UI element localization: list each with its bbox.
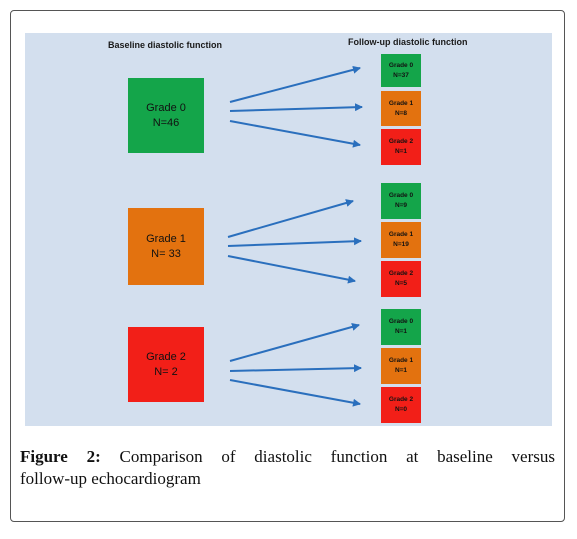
followup-g1-grade1-box: Grade 1 N=19: [381, 222, 421, 258]
box-count-label: N=1: [394, 328, 408, 335]
figure-label: Figure 2:: [20, 447, 101, 466]
diagram-panel: [25, 33, 552, 426]
figure-frame: [10, 10, 565, 522]
arrow-g0-to-grade1: [229, 103, 363, 112]
box-count-label: N=8: [394, 109, 408, 117]
box-count-label: N=19: [393, 241, 409, 248]
box-count-label: N=5: [394, 280, 408, 287]
box-grade-label: Grade 1: [146, 232, 186, 245]
arrow-g1-to-grade0: [227, 199, 354, 238]
baseline-grade2-box: Grade 2 N= 2: [128, 327, 204, 402]
box-count-label: N=1: [394, 148, 408, 155]
box-grade-label: Grade 2: [388, 138, 414, 145]
box-grade-label: Grade 0: [146, 101, 186, 114]
baseline-grade1-box: Grade 1 N= 33: [128, 208, 204, 285]
arrow-g1-to-grade1: [227, 237, 362, 247]
arrow-g1-to-grade2: [227, 255, 356, 284]
followup-g0-grade2-box: Grade 2 N=1: [381, 129, 421, 165]
followup-g0-grade1-box: Grade 1 N=8: [381, 91, 421, 126]
box-grade-label: Grade 2: [388, 396, 414, 403]
arrow-g2-to-grade0: [229, 323, 360, 362]
arrow-g2-to-grade1: [229, 364, 362, 373]
followup-g0-grade0-box: Grade 0 N=37: [381, 54, 421, 87]
box-grade-label: Grade 0: [388, 61, 414, 69]
box-count-label: N=37: [393, 71, 409, 79]
box-grade-label: Grade 2: [388, 270, 414, 277]
box-grade-label: Grade 2: [146, 350, 186, 363]
box-count-label: N=9: [394, 202, 408, 209]
box-count-label: N=46: [152, 116, 180, 129]
box-count-label: N= 2: [154, 365, 178, 378]
caption-text: Comparison of diastolic function at base…: [119, 447, 555, 466]
arrow-g0-to-grade2: [229, 120, 361, 148]
followup-g2-grade0-box: Grade 0 N=1: [381, 309, 421, 345]
arrow-g0-to-grade0: [229, 65, 361, 103]
figure-caption-line2: follow-up echocardiogram: [20, 469, 201, 488]
box-grade-label: Grade 1: [388, 357, 414, 364]
box-count-label: N=0: [394, 406, 408, 413]
followup-g1-grade0-box: Grade 0 N=9: [381, 183, 421, 219]
baseline-grade0-box: Grade 0 N=46: [128, 78, 204, 153]
box-count-label: N=1: [394, 367, 408, 374]
figure-caption-line1: Figure 2: Comparison of diastolic functi…: [20, 446, 555, 468]
baseline-header: Baseline diastolic function: [108, 40, 223, 50]
followup-g2-grade1-box: Grade 1 N=1: [381, 348, 421, 384]
box-count-label: N= 33: [151, 247, 181, 260]
followup-g1-grade2-box: Grade 2 N=5: [381, 261, 421, 297]
arrow-g2-to-grade2: [229, 379, 361, 407]
box-grade-label: Grade 1: [388, 231, 414, 238]
box-grade-label: Grade 1: [388, 99, 414, 107]
followup-g2-grade2-box: Grade 2 N=0: [381, 387, 421, 423]
box-grade-label: Grade 0: [388, 192, 414, 199]
followup-header: Follow-up diastolic function: [348, 37, 468, 47]
box-grade-label: Grade 0: [388, 318, 414, 325]
